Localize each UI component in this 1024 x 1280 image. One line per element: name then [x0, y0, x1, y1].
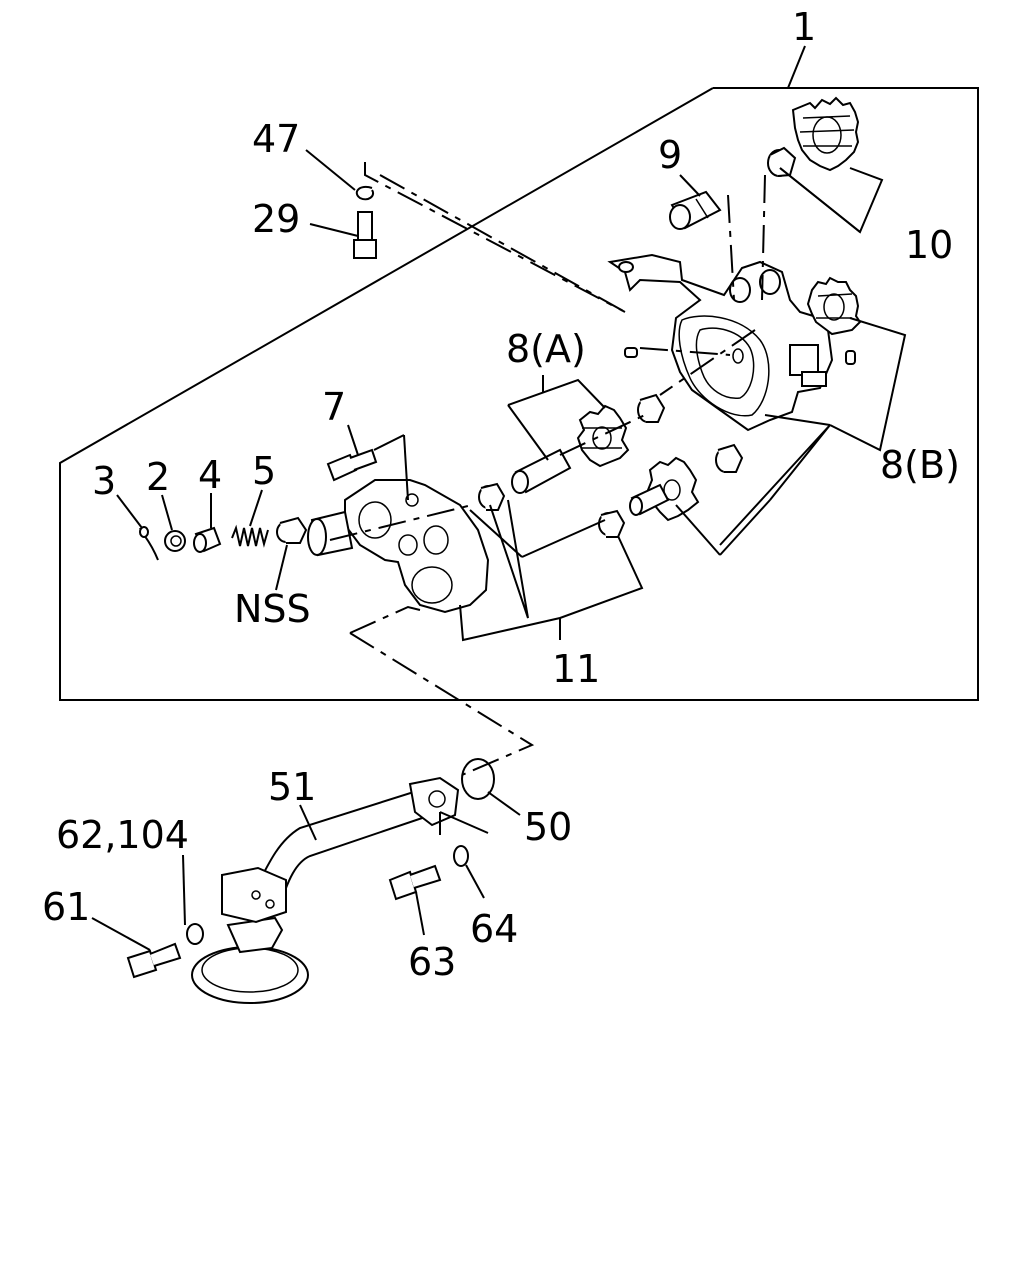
gear-10 [791, 96, 860, 172]
bushing-10 [767, 146, 797, 177]
bolt-7 [326, 448, 378, 482]
label-63: 63 [408, 940, 456, 984]
locating-pin [624, 347, 638, 358]
label-nss: NSS [234, 587, 311, 631]
label-1: 1 [792, 5, 816, 49]
label-47: 47 [252, 117, 300, 161]
washer-62 [186, 923, 204, 945]
label-9: 9 [658, 133, 682, 177]
bolt-29 [353, 211, 377, 259]
gear-8b [806, 276, 862, 336]
snap-ring-47 [355, 186, 374, 201]
bushing-a [637, 393, 666, 423]
shaft-8a [511, 448, 572, 494]
label-8a: 8(A) [506, 327, 586, 371]
cap-4 [193, 526, 222, 553]
washer-64 [453, 845, 469, 867]
assembly-boundary [59, 87, 979, 701]
bolt-63 [388, 864, 442, 901]
bolt-61 [126, 942, 182, 979]
spring-5 [231, 524, 269, 548]
bushing-11a [478, 482, 506, 511]
label-29: 29 [252, 197, 300, 241]
label-8b: 8(B) [880, 443, 960, 487]
pump-cover [307, 479, 490, 614]
label-50: 50 [524, 805, 572, 849]
gear-8b-lower [629, 456, 700, 522]
label-11: 11 [552, 647, 600, 691]
label-51: 51 [268, 765, 316, 809]
plunger-9 [669, 190, 722, 230]
label-5: 5 [252, 449, 276, 493]
leader-1 [787, 45, 806, 89]
pump-body [607, 253, 834, 432]
valve-nss [276, 516, 308, 544]
label-3: 3 [92, 459, 116, 503]
oil-strainer [191, 916, 309, 1004]
label-62-104: 62,104 [56, 813, 189, 857]
gear-8a [576, 404, 630, 468]
bushing-b [715, 443, 744, 473]
label-64: 64 [470, 907, 518, 951]
nut-2 [164, 530, 186, 552]
bushing-11b [598, 509, 626, 538]
label-7: 7 [322, 385, 346, 429]
cotter-pin-3 [139, 526, 159, 561]
label-10: 10 [905, 223, 953, 267]
leader-lines [91, 149, 907, 951]
label-2: 2 [146, 455, 170, 499]
o-ring-50 [461, 758, 495, 800]
locating-pin-right [845, 350, 856, 365]
assembly-center-lines [329, 162, 766, 776]
label-61: 61 [42, 885, 90, 929]
label-4: 4 [198, 453, 222, 497]
oil-pipe-51 [221, 776, 460, 924]
